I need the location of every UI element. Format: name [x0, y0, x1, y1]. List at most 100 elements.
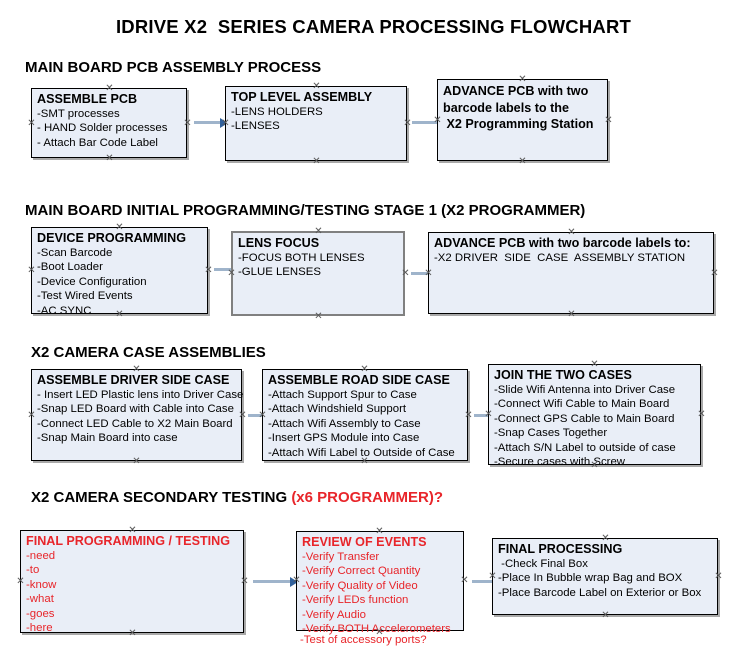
selection-handle[interactable] [132, 365, 141, 374]
selection-handle[interactable] [464, 411, 473, 420]
box-title: barcode labels to the [443, 100, 569, 115]
selection-handle[interactable] [128, 526, 137, 535]
selection-handle[interactable] [27, 411, 36, 420]
box-title: REVIEW OF EVENTS [302, 535, 427, 549]
section-heading-4: X2 CAMERA SECONDARY TESTING (x6 PROGRAMM… [31, 489, 443, 506]
box-line: -SMT processes [37, 107, 120, 120]
selection-handle[interactable] [312, 82, 321, 91]
box-line: -Secure cases with Screw [494, 456, 626, 469]
selection-handle[interactable] [312, 157, 321, 166]
box-title: FINAL PROCESSING [498, 542, 623, 556]
selection-handle[interactable] [375, 628, 384, 637]
selection-handle[interactable] [258, 411, 267, 420]
box-title: TOP LEVEL ASSEMBLY [231, 90, 373, 104]
selection-handle[interactable] [227, 269, 236, 278]
selection-handle[interactable] [360, 365, 369, 374]
box-title: ADVANCE PCB with two [443, 84, 589, 98]
box-line: -Place In Bubble wrap Bag and BOX [498, 572, 683, 585]
selection-handle[interactable] [105, 84, 114, 93]
box-title: ASSEMBLE PCB [37, 92, 138, 106]
box-line-overflow: -Test of accessory ports? [300, 634, 427, 646]
box-advance-pcb-driver-side-station[interactable]: ADVANCE PCB with two barcode labels to: … [428, 232, 714, 314]
selection-handle[interactable] [433, 116, 442, 125]
box-line: -GLUE LENSES [238, 266, 321, 279]
selection-handle[interactable] [484, 410, 493, 419]
selection-handle[interactable] [105, 154, 114, 163]
box-title: X2 Programming Station [443, 117, 594, 131]
box-title: ASSEMBLE ROAD SIDE CASE [268, 373, 450, 387]
selection-handle[interactable] [710, 269, 719, 278]
box-line: - HAND Solder processes [37, 122, 168, 135]
box-title: FINAL PROGRAMMING / TESTING [26, 534, 231, 548]
selection-handle[interactable] [403, 119, 412, 128]
selection-handle[interactable] [132, 457, 141, 466]
selection-handle[interactable] [567, 310, 576, 319]
box-line: -Slide Wifi Antenna into Driver Case [494, 383, 676, 396]
selection-handle[interactable] [601, 611, 610, 620]
selection-handle[interactable] [567, 228, 576, 237]
selection-handle[interactable] [238, 411, 247, 420]
box-assemble-driver-side-case[interactable]: ASSEMBLE DRIVER SIDE CASE - Insert LED P… [31, 369, 243, 461]
selection-handle[interactable] [697, 410, 706, 419]
box-lens-focus[interactable]: LENS FOCUS -FOCUS BOTH LENSES -GLUE LENS… [231, 231, 405, 316]
box-line: -Verify Quality of Video [302, 579, 418, 592]
selection-handle[interactable] [460, 576, 469, 585]
selection-handle[interactable] [183, 119, 192, 128]
box-line: -Connect Wifi Cable to Main Board [494, 398, 670, 411]
selection-handle[interactable] [115, 223, 124, 232]
box-line: -LENS HOLDERS [231, 105, 323, 118]
selection-handle[interactable] [314, 312, 323, 321]
box-advance-pcb-programming-station[interactable]: ADVANCE PCB with two barcode labels to t… [437, 79, 608, 161]
box-title: DEVICE PROGRAMMING [37, 231, 187, 245]
selection-handle[interactable] [204, 266, 213, 275]
box-final-processing[interactable]: FINAL PROCESSING -Check Final Box -Place… [492, 538, 718, 615]
selection-handle[interactable] [16, 577, 25, 586]
selection-handle[interactable] [401, 269, 410, 278]
box-join-the-two-cases[interactable]: JOIN THE TWO CASES -Slide Wifi Antenna i… [488, 364, 701, 468]
box-line: - Attach Bar Code Label [37, 136, 158, 149]
selection-handle[interactable] [27, 119, 36, 128]
box-top-level-assembly[interactable]: TOP LEVEL ASSEMBLY -LENS HOLDERS -LENSES [225, 86, 407, 161]
selection-handle[interactable] [375, 527, 384, 536]
box-line: -what [26, 593, 54, 606]
selection-handle[interactable] [27, 266, 36, 275]
box-assemble-pcb[interactable]: ASSEMBLE PCB -SMT processes - HAND Solde… [31, 88, 187, 158]
selection-handle[interactable] [604, 116, 613, 125]
selection-handle[interactable] [115, 310, 124, 319]
selection-handle[interactable] [518, 75, 527, 84]
box-line: -Verify Audio [302, 608, 366, 621]
box-review-of-events[interactable]: REVIEW OF EVENTS -Verify Transfer -Verif… [296, 531, 464, 635]
selection-handle[interactable] [221, 119, 230, 128]
selection-handle[interactable] [128, 629, 137, 638]
selection-handle[interactable] [314, 227, 323, 236]
selection-handle[interactable] [424, 269, 433, 278]
box-title: LENS FOCUS [238, 236, 320, 250]
selection-handle[interactable] [714, 572, 723, 581]
box-title: JOIN THE TWO CASES [494, 368, 632, 382]
box-line: -Boot Loader [37, 261, 103, 274]
selection-handle[interactable] [518, 157, 527, 166]
box-line: -Place Barcode Label on Exterior or Box [498, 586, 702, 599]
box-line: -Attach S/N Label to outside of case [494, 441, 676, 454]
box-line: -X2 DRIVER SIDE CASE ASSEMBLY STATION [434, 251, 686, 264]
selection-handle[interactable] [601, 534, 610, 543]
box-line: -to [26, 564, 40, 577]
box-device-programming[interactable]: DEVICE PROGRAMMING -Scan Barcode -Boot L… [31, 227, 208, 317]
box-title: ASSEMBLE DRIVER SIDE CASE [37, 373, 230, 387]
selection-handle[interactable] [590, 461, 599, 470]
selection-handle[interactable] [590, 360, 599, 369]
box-line: -Scan Barcode [37, 246, 113, 259]
box-line: -Insert GPS Module into Case [268, 432, 420, 445]
box-assemble-road-side-case[interactable]: ASSEMBLE ROAD SIDE CASE -Attach Support … [262, 369, 468, 461]
selection-handle[interactable] [360, 457, 369, 466]
box-line: -LENSES [231, 120, 280, 133]
box-line: -Device Configuration [37, 275, 147, 288]
box-line: -here [26, 622, 53, 635]
box-final-programming-testing[interactable]: FINAL PROGRAMMING / TESTING -need -to -k… [20, 530, 244, 635]
selection-handle[interactable] [240, 577, 249, 586]
box-line: -Connect LED Cable to X2 Main Board [37, 417, 233, 430]
selection-handle[interactable] [488, 572, 497, 581]
selection-handle[interactable] [292, 576, 301, 585]
box-line: -Connect GPS Cable to Main Board [494, 412, 675, 425]
box-line: -Snap LED Board with Cable into Case [37, 403, 234, 416]
